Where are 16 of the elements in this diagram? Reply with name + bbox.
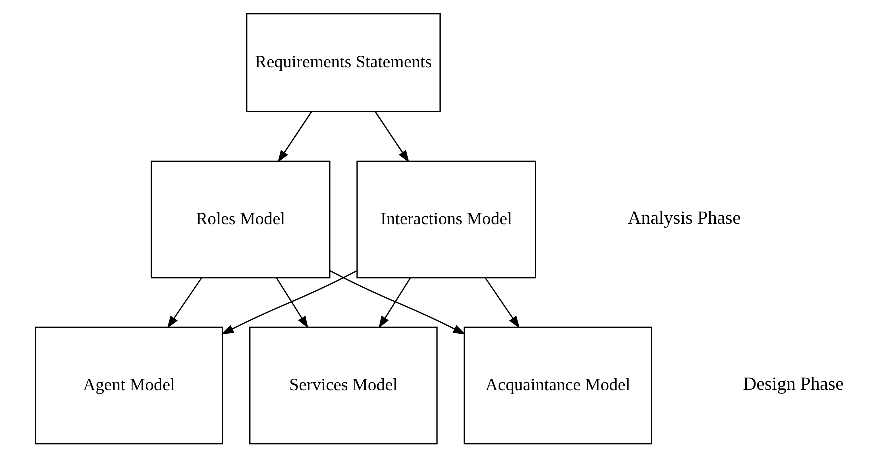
label: Analysis Phase: [628, 208, 741, 229]
arrow: [484, 277, 520, 328]
arrow: [276, 277, 308, 328]
arrow: [277, 111, 312, 162]
arrow: [378, 277, 411, 328]
arrow: [221, 270, 357, 334]
arrow: [166, 277, 202, 328]
label: Design Phase: [742, 374, 844, 395]
node-box: Services Model: [248, 326, 438, 444]
node-box: Requirements Statements: [246, 12, 440, 112]
arrow: [374, 111, 409, 162]
node-box: Agent Model: [34, 326, 223, 444]
node-box: Roles Model: [150, 160, 330, 278]
arrow: [330, 270, 466, 334]
node-box: Acquaintance Model: [463, 326, 652, 444]
node-box: Interactions Model: [356, 160, 536, 278]
